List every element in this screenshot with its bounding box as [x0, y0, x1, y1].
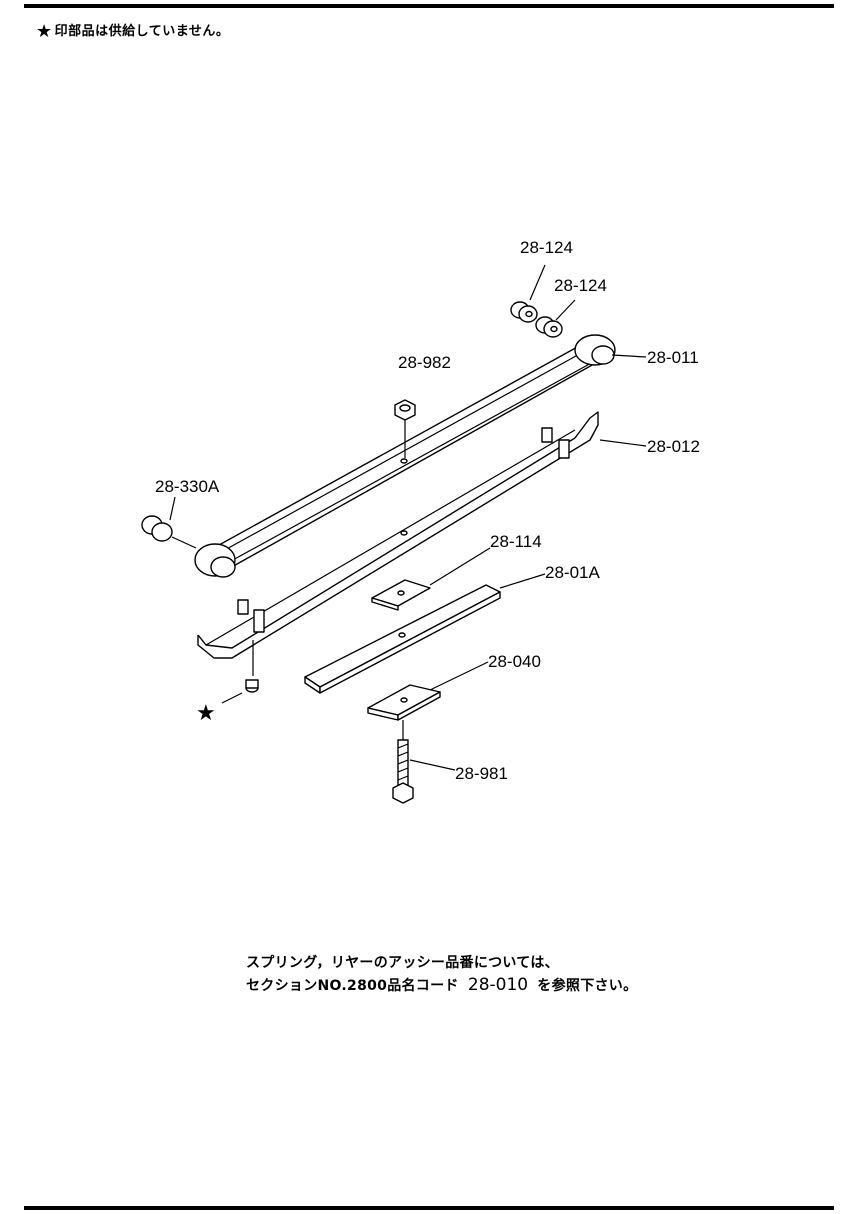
assembly-part-code: 28-010: [467, 975, 529, 995]
assembly-note-line1: スプリング，リヤーのアッシー品番については、: [246, 955, 559, 971]
label-nut: 28-982: [398, 353, 451, 372]
bushing-top-part: [510, 301, 538, 323]
label-upper-plate: 28-114: [490, 532, 542, 551]
assembly-note-line2: セクションNO.2800品名コード 28-010 を参照下さい。: [246, 974, 637, 997]
main-leaf-part: [194, 334, 616, 578]
assembly-note: スプリング，リヤーのアッシー品番については、 セクションNO.2800品名コード…: [246, 952, 637, 997]
label-main-leaf: 28-011: [647, 348, 699, 367]
note-text: 印部品は供給していません。: [54, 24, 230, 39]
front-bushing-part: [141, 515, 197, 549]
second-leaf-part: [197, 411, 599, 676]
unsupplied-bolt-part: [221, 679, 259, 704]
assembly-note-prefix: セクションNO.2800品名コード: [246, 978, 459, 994]
label-third-leaf: 28-01A: [545, 563, 600, 582]
bottom-border-rule: [24, 1206, 834, 1210]
assembly-note-suffix: を参照下さい。: [537, 978, 638, 994]
lower-plate-part: [367, 684, 441, 721]
unsupplied-parts-note: ★印部品は供給していません。: [36, 20, 229, 42]
label-front-bushing: 28-330A: [155, 477, 220, 496]
label-center-bolt: 28-981: [455, 764, 508, 783]
star-marker-icon: ★: [196, 701, 216, 726]
third-leaf-part: [304, 584, 501, 694]
nut-part: [394, 399, 416, 458]
label-lower-plate: 28-040: [488, 652, 541, 671]
bushing-second-part: [535, 316, 563, 338]
label-bushing-top: 28-124: [520, 238, 573, 257]
top-border-rule: [24, 4, 834, 8]
upper-plate-part: [371, 579, 431, 611]
center-bolt-part: [392, 720, 414, 804]
label-second-leaf: 28-012: [647, 437, 700, 456]
star-icon: ★: [36, 21, 53, 42]
label-bushing-second: 28-124: [554, 276, 607, 295]
leader-lines: [169, 264, 647, 771]
